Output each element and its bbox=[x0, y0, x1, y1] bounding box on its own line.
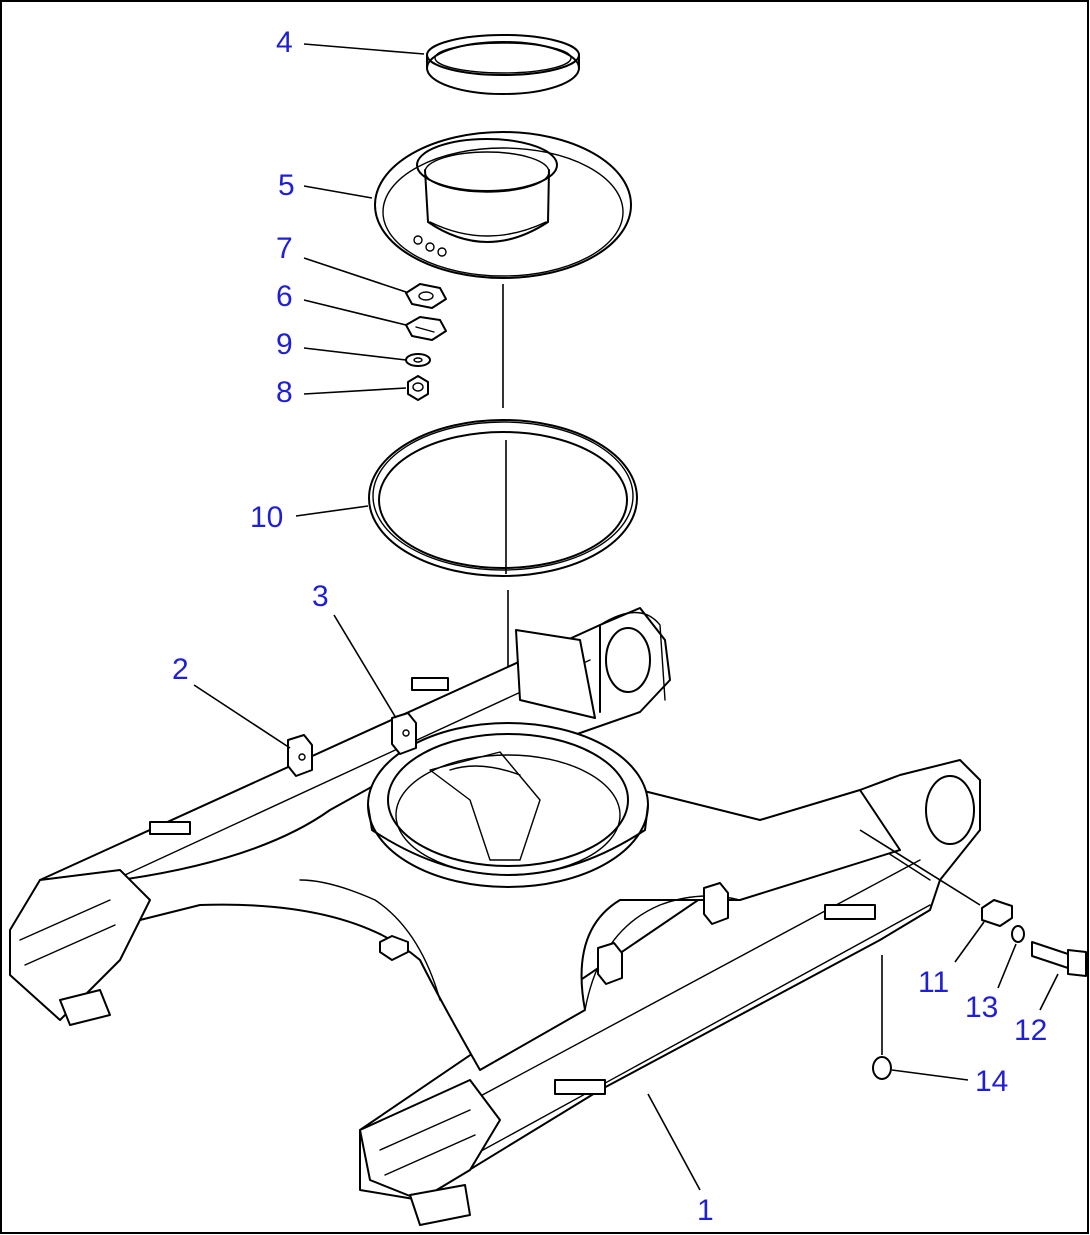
part-8-nut bbox=[407, 375, 429, 401]
bolt-axis-line bbox=[859, 829, 981, 906]
callout-4: 4 bbox=[276, 26, 293, 59]
callout-2: 2 bbox=[172, 653, 189, 686]
bracket-center-right bbox=[597, 882, 729, 985]
part-5-cover-plate bbox=[374, 131, 632, 279]
part-10-o-ring bbox=[368, 419, 638, 577]
part-7-gasket bbox=[405, 283, 447, 309]
callout-13: 13 bbox=[965, 991, 998, 1024]
part-13-washer bbox=[1011, 925, 1025, 943]
part-9-washer bbox=[405, 353, 431, 367]
part-3-bracket bbox=[391, 712, 417, 755]
part-11-plate bbox=[981, 899, 1013, 927]
callout-6: 6 bbox=[276, 280, 293, 313]
callout-5: 5 bbox=[278, 169, 295, 202]
callout-3: 3 bbox=[312, 580, 329, 613]
callout-10: 10 bbox=[250, 501, 283, 534]
callout-9: 9 bbox=[276, 328, 293, 361]
part-6-plate bbox=[405, 316, 447, 341]
part-1-track-frame bbox=[9, 607, 981, 1226]
callout-11: 11 bbox=[918, 966, 949, 999]
callout-8: 8 bbox=[276, 376, 293, 409]
callout-1: 1 bbox=[697, 1194, 714, 1227]
part-12-bolt bbox=[1031, 941, 1087, 977]
callout-7: 7 bbox=[276, 232, 293, 265]
callout-12: 12 bbox=[1014, 1014, 1047, 1047]
part-4-seal-ring bbox=[426, 34, 580, 95]
leader-lines bbox=[193, 43, 1059, 1191]
callout-14: 14 bbox=[975, 1065, 1008, 1098]
part-2-bracket bbox=[287, 734, 313, 777]
part-14-plug bbox=[872, 955, 892, 1080]
